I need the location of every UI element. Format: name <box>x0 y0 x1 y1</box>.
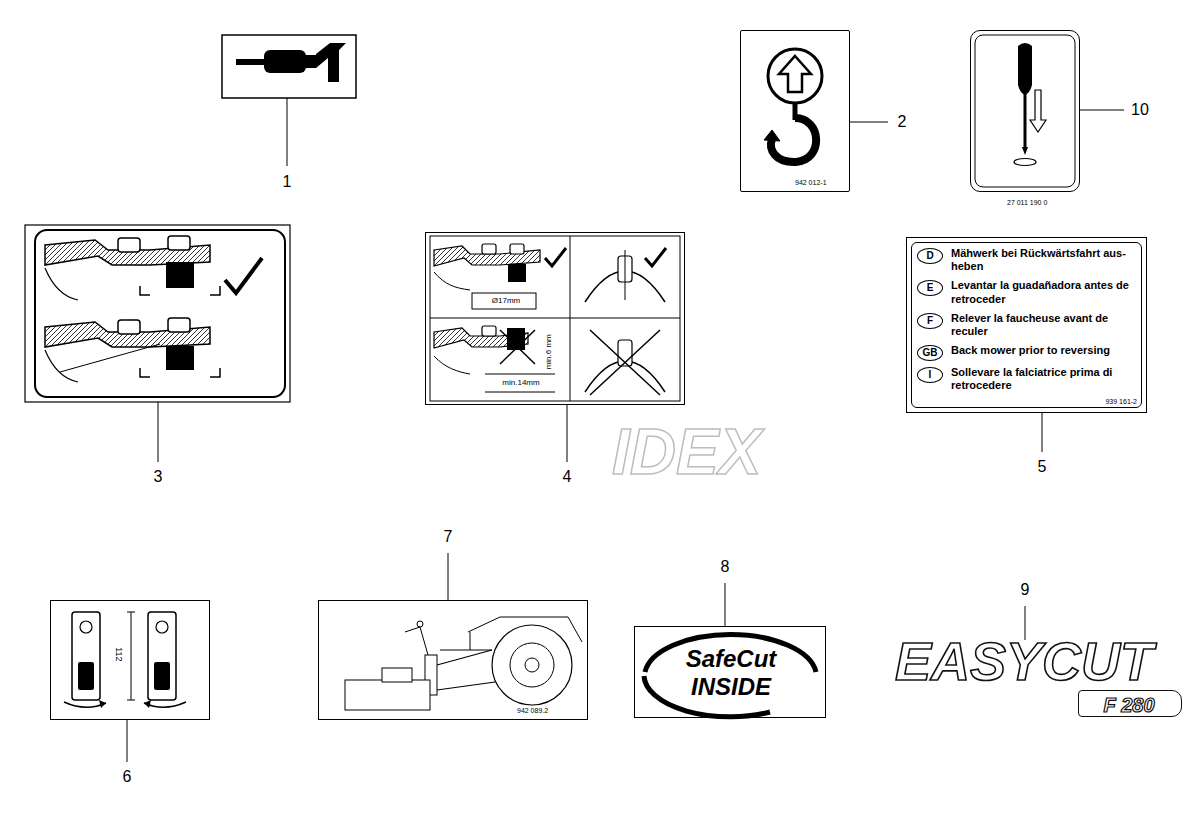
screwdriver-symbol <box>975 35 1075 187</box>
decal-text: 112 <box>114 639 125 669</box>
model-logo: EASYCUT <box>895 634 1153 688</box>
decal-text: 942 089.2 <box>517 707 577 715</box>
language-oval: I <box>917 367 943 383</box>
blade-mount-decal <box>25 225 290 402</box>
warning-text-decal: Mähwerk bei Rückwärtsfahrt aus- hebenLev… <box>906 237 1147 413</box>
decal-text: Relever la faucheuse avant de reculer <box>951 312 1139 338</box>
callout-number: 10 <box>1126 100 1154 120</box>
grease-decal <box>222 35 356 98</box>
decal-text: 939 161-2 <box>1037 398 1137 406</box>
callout-number: 3 <box>144 467 172 487</box>
callout-number: 4 <box>553 467 581 487</box>
decal-text: SafeCut <box>635 645 827 674</box>
callout-number: 6 <box>113 767 141 787</box>
language-oval: GB <box>917 345 943 361</box>
lift-hook-symbol <box>764 49 822 162</box>
decal-text: min.6 mm <box>544 326 554 378</box>
decal-text: Mähwerk bei Rückwärtsfahrt aus- heben <box>951 247 1139 273</box>
decal-text: INSIDE <box>635 673 827 702</box>
wear-check-decal <box>430 236 680 401</box>
decal-text: F 280 <box>1079 693 1179 717</box>
language-code: D <box>918 249 942 263</box>
decal-text: 27 011 190 0 <box>1007 199 1071 207</box>
decal-text: min.14mm <box>486 378 556 388</box>
lift-point-decal: 942 012-1 <box>740 30 850 192</box>
watermark: IDEX <box>612 420 761 484</box>
safecut-decal: SafeCutINSIDE <box>634 626 826 718</box>
tractor-decal: 942 089.2 <box>318 600 588 720</box>
decal-text: Levantar la guadañadora antes de retroce… <box>951 279 1139 305</box>
language-code: E <box>918 281 942 295</box>
callout-number: 7 <box>434 527 462 547</box>
tractor-drawing <box>345 617 582 710</box>
language-oval: D <box>917 248 943 264</box>
callout-number: 1 <box>273 172 301 192</box>
wear-limit-decal: Ø17mm min.6 mmmin.14mm <box>425 232 685 405</box>
decal-inner-frame <box>911 242 1142 408</box>
screwdriver-decal: 27 011 190 0 <box>970 30 1080 192</box>
model-badge: F 280 <box>1078 690 1182 717</box>
language-code: F <box>918 314 942 328</box>
callout-number: 5 <box>1028 457 1056 477</box>
blade-decal: 112 <box>50 600 210 720</box>
decal-text: Ø17mm <box>473 296 539 306</box>
language-code: I <box>918 368 942 382</box>
decal-text: Sollevare la falciatrice prima di retroc… <box>951 366 1139 392</box>
language-code: GB <box>918 346 942 360</box>
decal-text: 942 012-1 <box>795 179 847 187</box>
language-oval: F <box>917 313 943 329</box>
callout-number: 2 <box>888 112 916 132</box>
blade-direction-decal <box>64 612 186 708</box>
language-oval: E <box>917 280 943 296</box>
callout-number: 8 <box>711 557 739 577</box>
decal-text: Back mower prior to reversing <box>951 344 1139 357</box>
callout-number: 9 <box>1011 580 1039 600</box>
